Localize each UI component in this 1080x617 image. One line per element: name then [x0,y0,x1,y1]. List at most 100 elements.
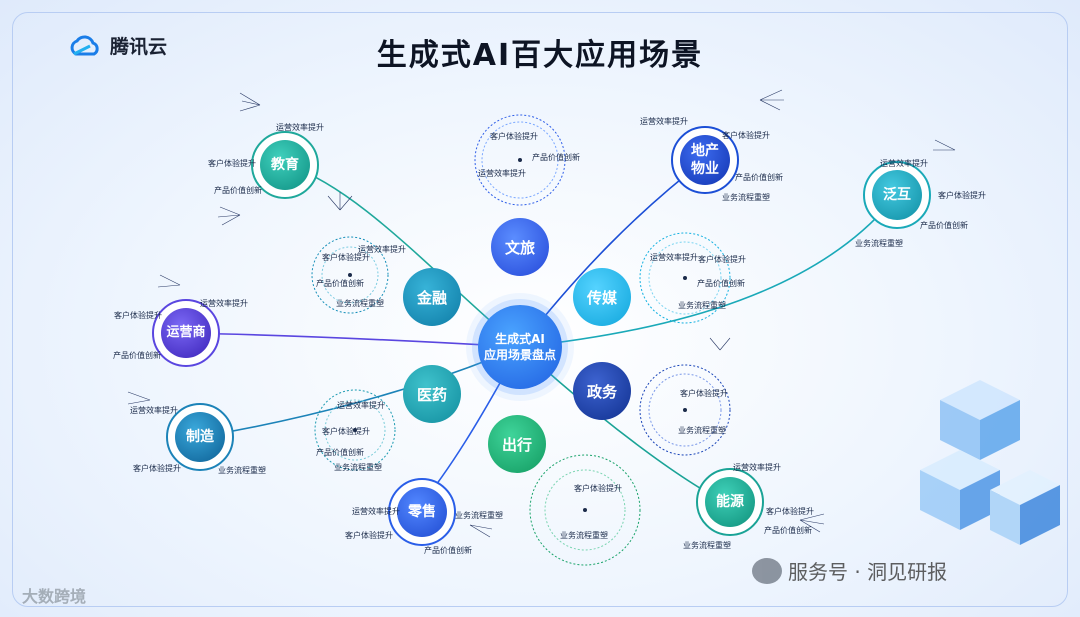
lingshou-branch-3: 产品价值创新 [424,546,472,555]
zhizao-branch-1: 运营效率提升 [130,406,178,415]
zhengwu-branch-1: 客户体验提升 [680,389,728,398]
dichan-branch-1: 运营效率提升 [640,117,688,126]
node-yunyingshang: 运营商 [161,308,211,358]
ring-chuanmei [639,232,731,324]
card-frame [12,12,1068,607]
dichan-branch-3: 产品价值创新 [735,173,783,182]
ring-wenlv-2 [481,121,559,199]
tencent-cloud-logo: 腾讯云 [66,32,167,59]
ring-zhengwu-2 [648,373,722,447]
chuanmei-branch-1: 运营效率提升 [650,253,698,262]
node-wenlv-label: 文旅 [504,238,535,257]
wechat-icon [752,557,782,584]
nengyuan-branch-4: 业务流程重塑 [683,541,731,550]
hub-node: 生成式AI 应用场景盘点 [478,305,562,389]
ring-chuanmei-2 [648,241,722,315]
watermark-text: 服务号 · 洞见研报 [788,560,948,584]
yiyao-branch-2: 客户体验提升 [322,427,370,436]
node-yiyao-label: 医药 [416,385,447,404]
dichan-branch-4: 业务流程重塑 [722,193,770,202]
node-zhizao: 制造 [175,412,225,462]
logo-text: 腾讯云 [110,36,168,58]
ring-jinrong-2 [321,246,379,304]
lingshou-branch-2: 客户体验提升 [345,531,393,540]
yiyao-branch-4: 业务流程重塑 [334,463,382,472]
yunyingshang-branch-1: 运营效率提升 [200,299,248,308]
node-zhengwu: 政务 [573,362,631,420]
node-lingshou-label: 零售 [408,504,436,520]
ring-jinrong [311,236,389,314]
chuanmei-branch-3: 产品价值创新 [697,279,745,288]
node-zhizao-label: 制造 [186,429,214,445]
jinrong-branch-4: 业务流程重塑 [336,299,384,308]
node-yiyao: 医药 [403,365,461,423]
chuanmei-branch-4: 业务流程重塑 [678,301,726,310]
wenlv-branch-2: 产品价值创新 [532,153,580,162]
lingshou-branch-1: 运营效率提升 [352,507,400,516]
node-zhengwu-label: 政务 [586,382,617,401]
ring-chuxing [529,454,641,566]
chuxing-branch-1: 客户体验提升 [574,484,622,493]
lingshou-branch-4: 业务流程重塑 [455,511,503,520]
link-fanhu [519,196,896,348]
nengyuan-branch-2: 客户体验提升 [766,507,814,516]
node-yunyingshang-label: 运营商 [166,325,206,340]
chuxing-branch-2: 业务流程重塑 [560,531,608,540]
zhizao-branch-3: 业务流程重塑 [218,466,266,475]
node-dichan-label-1: 地产 [691,143,719,159]
node-chuanmei-label: 传媒 [586,288,617,307]
fanhu-branch-2: 客户体验提升 [938,191,986,200]
node-jinrong-label: 金融 [416,288,447,307]
jinrong-branch-3: 产品价值创新 [316,279,364,288]
node-dichan-label-2: 物业 [691,161,719,177]
link-yunyingshang [184,332,521,348]
corner-watermark: 大数跨境 [22,587,87,606]
fanhu-branch-4: 业务流程重塑 [855,239,903,248]
ring-wenlv [474,114,566,206]
node-jinrong: 金融 [403,268,461,326]
yunyingshang-branch-3: 产品价值创新 [113,351,161,360]
chuanmei-branch-2: 客户体验提升 [698,255,746,264]
jiaoyu-branch-1: 运营效率提升 [276,123,324,132]
nengyuan-branch-3: 产品价值创新 [764,526,812,535]
jiaoyu-branch-2: 客户体验提升 [208,159,256,168]
node-jiaoyu: 教育 [260,140,310,190]
jinrong-branch-2: 客户体验提升 [322,253,370,262]
node-fanhu-label: 泛互 [883,187,911,203]
jinrong-branch-1: 运营效率提升 [358,245,406,254]
zhizao-branch-2: 客户体验提升 [133,464,181,473]
node-fanhu: 泛互 [872,170,922,220]
node-chuxing-label: 出行 [501,435,532,454]
yiyao-branch-3: 产品价值创新 [316,448,364,457]
node-chuanmei: 传媒 [573,268,631,326]
wenlv-branch-3: 运营效率提升 [478,169,526,178]
hub-line2: 应用场景盘点 [483,348,556,362]
dichan-branch-2: 客户体验提升 [722,131,770,140]
node-nengyuan-label: 能源 [716,494,744,510]
node-chuxing: 出行 [488,415,546,473]
node-nengyuan: 能源 [705,477,755,527]
fanhu-branch-3: 产品价值创新 [920,221,968,230]
jiaoyu-branch-3: 产品价值创新 [214,186,262,195]
ring-chuxing-2 [544,469,626,551]
ring-yiyao-2 [324,399,386,461]
fanhu-branch-1: 运营效率提升 [880,159,928,168]
ring-zhengwu [639,364,731,456]
yunyingshang-branch-2: 客户体验提升 [114,311,162,320]
nengyuan-branch-1: 运营效率提升 [733,463,781,472]
cloud-logo-icon [70,35,99,55]
page-title: 生成式AI百大应用场景 [376,38,704,73]
watermark: 服务号 · 洞见研报 [752,556,947,585]
node-lingshou: 零售 [397,487,447,537]
zhengwu-branch-2: 业务流程重塑 [678,426,726,435]
decorative-cubes-image [920,380,1060,545]
yiyao-branch-1: 运营效率提升 [337,401,385,410]
hub-line1: 生成式AI [495,332,545,346]
ring-yiyao [314,389,396,471]
node-dichan: 地产物业 [680,135,730,185]
node-wenlv: 文旅 [491,218,549,276]
node-jiaoyu-label: 教育 [271,157,299,173]
wenlv-branch-1: 客户体验提升 [490,132,538,141]
